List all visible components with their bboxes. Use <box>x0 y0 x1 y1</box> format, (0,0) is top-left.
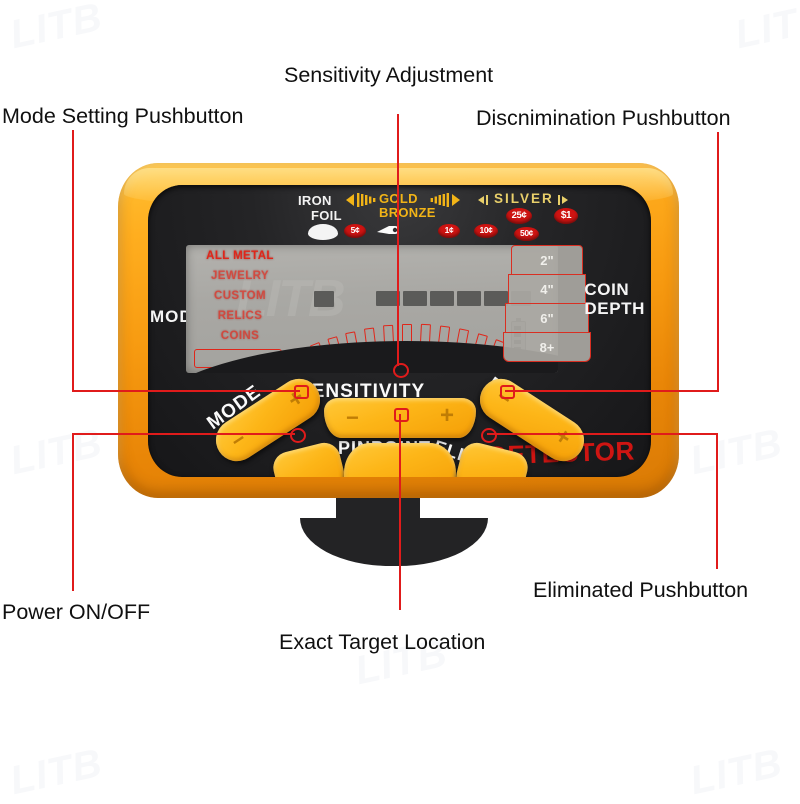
callout-label-discrim: Discnimination Pushbutton <box>476 106 731 130</box>
lcd-display: LITB ALL METAL JEWELRY CUSTOM RELICS COI… <box>186 245 558 373</box>
lcd-selected-mode-box <box>194 349 282 368</box>
lcd-target-segment <box>430 291 454 306</box>
lcd-mode-relics: RELICS <box>217 310 263 322</box>
leader-dot-pinpoint <box>394 408 409 422</box>
coin-icon-10c: 10¢ <box>474 224 498 238</box>
lcd-target-segment <box>403 291 427 306</box>
faceplate: IRON FOIL GOLD BRONZE <box>148 185 651 477</box>
lcd-mode-custom: CUSTOM <box>213 290 267 302</box>
silver-range-left-icon <box>478 195 488 205</box>
legend-iron-label: IRON <box>298 193 332 208</box>
leader-line-mode-horizontal <box>72 390 300 392</box>
leader-line-discrim-vertical <box>717 132 719 392</box>
leader-line-eliminate-vertical <box>716 433 718 569</box>
depth-step-4in: 4" <box>508 274 586 304</box>
sensitivity-minus-label: − <box>346 405 359 430</box>
lcd-mode-list: ALL METAL JEWELRY CUSTOM RELICS COINS <box>192 250 288 350</box>
leader-line-pinpoint <box>399 414 401 610</box>
lcd-target-segment <box>484 291 508 306</box>
lcd-target-segment <box>376 291 400 306</box>
coin-icon-1c: 1¢ <box>438 224 460 238</box>
callout-label-mode: Mode Setting Pushbutton <box>2 104 244 128</box>
callout-label-eliminate: Eliminated Pushbutton <box>533 578 749 602</box>
depth-step-6in: 6" <box>505 303 589 333</box>
pwr-button[interactable] <box>269 439 349 477</box>
leader-dot-eliminate <box>481 428 497 443</box>
lcd-mode-jewelry: JEWELRY <box>211 270 269 282</box>
watermark-logo: LITB <box>731 0 800 58</box>
coin-depth-meter: 2" 4" 6" 8+ <box>503 245 591 363</box>
leader-line-mode-vertical <box>72 130 74 392</box>
watermark-logo: LITB <box>6 420 107 484</box>
lcd-target-segment <box>314 291 334 307</box>
leader-line-discrim-horizontal <box>505 390 719 392</box>
leader-dot-discrim <box>500 385 515 399</box>
depth-step-2in: 2" <box>511 245 583 275</box>
watermark-logo: LITB <box>686 740 787 804</box>
depth-step-8in: 8+ <box>503 332 591 362</box>
leader-dot-mode <box>294 385 309 399</box>
lcd-mode-all-metal: ALL METAL <box>206 250 274 262</box>
coin-depth-line1: COIN <box>584 280 630 299</box>
target-id-legend: IRON FOIL GOLD BRONZE <box>148 191 651 253</box>
foil-cap-icon <box>308 224 338 240</box>
legend-silver-label: SILVER <box>494 191 554 206</box>
leader-dot-sensitivity <box>393 363 409 378</box>
leader-dot-power <box>290 428 306 443</box>
coin-icon-50c: 50¢ <box>514 227 539 241</box>
coin-icon-25c: 25¢ <box>506 208 532 224</box>
discrim-plus-label: + <box>549 421 576 453</box>
leader-line-sensitivity <box>397 114 399 366</box>
callout-label-pinpoint: Exact Target Location <box>279 630 486 654</box>
coin-depth-line2: DEPTH <box>584 299 645 318</box>
leader-line-eliminate-horizontal <box>487 433 718 435</box>
lcd-mode-coins: COINS <box>220 330 260 342</box>
coin-icon-5c: 5¢ <box>344 224 366 238</box>
sensitivity-silkscreen-label: SENSITIVITY <box>298 381 426 402</box>
gold-range-right-icon <box>430 193 460 207</box>
detector-armrest <box>300 518 488 566</box>
pull-tab-icon <box>377 226 399 234</box>
sensitivity-plus-label: + <box>439 402 454 429</box>
leader-line-power-vertical <box>72 433 74 591</box>
watermark-logo: LITB <box>686 420 787 484</box>
coin-icon-1dollar: $1 <box>554 208 578 224</box>
watermark-logo: LITB <box>6 740 107 804</box>
gold-range-left-icon <box>346 193 376 207</box>
silver-range-right-icon <box>558 195 568 205</box>
leader-line-power-horizontal <box>72 433 295 435</box>
watermark-logo: LITB <box>6 0 107 58</box>
coin-depth-label: COIN DEPTH <box>584 280 645 318</box>
callout-label-power: Power ON/OFF <box>2 600 151 624</box>
callout-label-sensitivity: Sensitivity Adjustment <box>284 63 494 87</box>
lcd-target-segment <box>457 291 481 306</box>
mode-minus-label: − <box>226 425 251 454</box>
legend-bronze-label: BRONZE <box>379 205 436 220</box>
legend-foil-label: FOIL <box>311 208 342 223</box>
